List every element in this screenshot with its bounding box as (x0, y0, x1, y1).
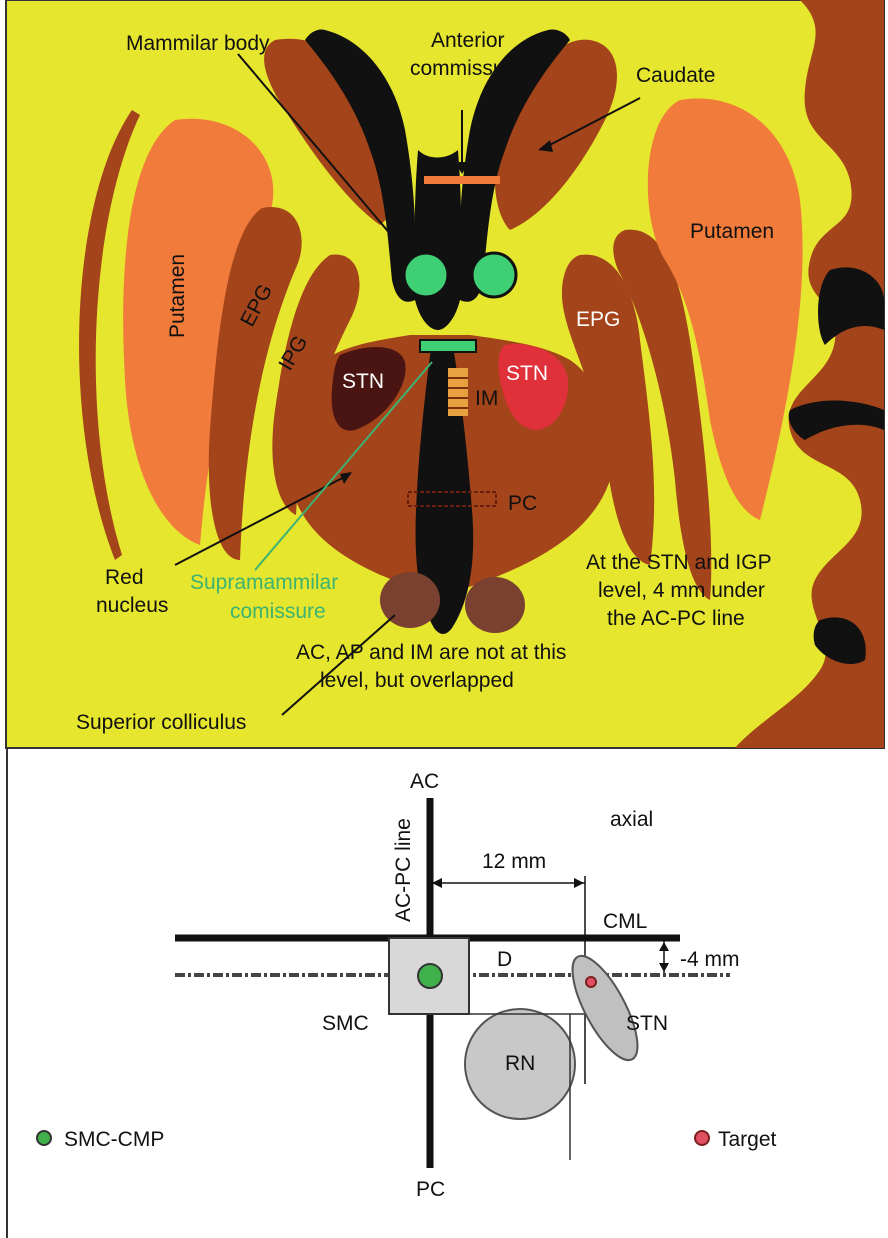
label-pc: PC (508, 492, 537, 515)
label-acpc-line: AC-PC line (392, 818, 415, 922)
label-supramammilar-2: comissure (230, 600, 326, 623)
label-putamen-right: Putamen (690, 220, 774, 243)
legend-label-smc-cmp: SMC-CMP (64, 1128, 164, 1151)
label-d: D (497, 948, 512, 971)
label-anterior-commissure-1: Anterior (431, 29, 505, 52)
bottom-panel: AC AC-PC line axial 12 mm CML D -4 mm SM… (7, 748, 777, 1238)
label-red-nucleus-2: nucleus (96, 594, 168, 617)
label-caudate: Caudate (636, 64, 715, 87)
label-epg-right: EPG (576, 308, 620, 331)
dim-4mm-arrow-top (659, 942, 669, 951)
legend: SMC-CMP Target (37, 1128, 777, 1151)
label-im: IM (475, 387, 498, 410)
label-12mm: 12 mm (482, 850, 546, 873)
label-cml: CML (603, 910, 647, 933)
top-panel: Mammilar body Anterior commissure Caudat… (6, 0, 884, 748)
green-dot-icon (37, 1131, 51, 1145)
target-point (586, 977, 596, 987)
label-level-note-2: level, 4 mm under (598, 579, 765, 602)
dim-4mm-arrow-bottom (659, 963, 669, 972)
label-minus-4mm: -4 mm (680, 948, 740, 971)
superior-colliculus-right (465, 577, 525, 633)
anterior-commissure-bar (424, 176, 500, 184)
label-stn-right: STN (506, 362, 548, 385)
label-stn-left: STN (342, 370, 384, 393)
label-ac: AC (410, 770, 439, 793)
dim-12mm-arrow-right (574, 878, 584, 888)
label-level-note-1: At the STN and IGP (586, 551, 772, 574)
label-rn: RN (505, 1052, 535, 1075)
label-pc-bottom: PC (416, 1178, 445, 1201)
label-mammilar-body: Mammilar body (126, 32, 270, 55)
red-ring-dot-icon (695, 1131, 709, 1145)
smc-cmp-point (418, 964, 442, 988)
label-level-note-3: the AC-PC line (607, 607, 745, 630)
label-putamen-left: Putamen (166, 254, 189, 338)
label-superior-colliculus: Superior colliculus (76, 711, 246, 734)
label-stn: STN (626, 1012, 668, 1035)
supramammilar-commissure-bar (420, 340, 476, 352)
legend-label-target: Target (718, 1128, 777, 1151)
mammilar-body-left (404, 253, 448, 297)
label-anterior-commissure-2: commissure (410, 57, 523, 80)
label-overlap-note-1: AC, AP and IM are not at this (296, 641, 566, 664)
label-smc: SMC (322, 1012, 369, 1035)
mammilar-body-right (472, 253, 516, 297)
label-red-nucleus-1: Red (105, 566, 144, 589)
label-axial: axial (610, 808, 653, 831)
label-overlap-note-2: level, but overlapped (320, 669, 514, 692)
label-supramammilar-1: Supramammilar (190, 571, 338, 594)
